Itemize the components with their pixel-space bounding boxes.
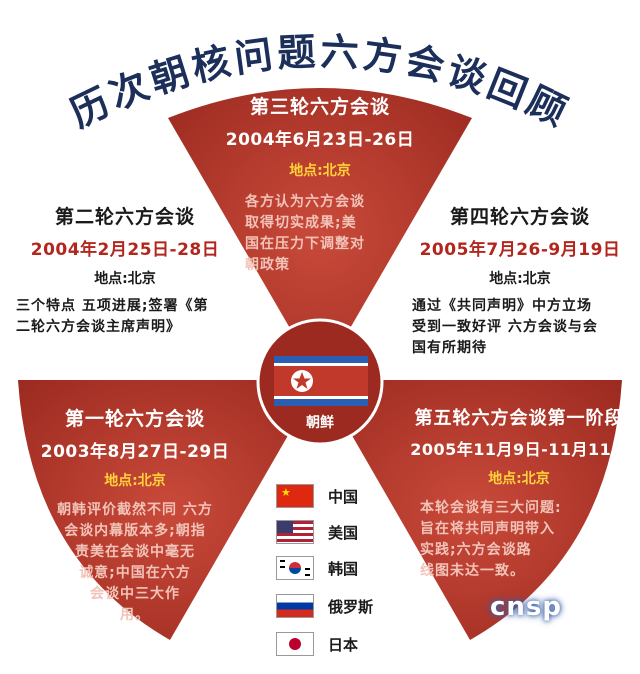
- round-1-desc: 朝韩评价截然不同 六方 会谈内幕版本多;朝指 责美在会谈中毫无 诚意;中国在六方…: [30, 500, 240, 626]
- round-5-title: 第五轮六方会谈第一阶段: [414, 408, 624, 429]
- center-label: 朝鲜: [306, 415, 334, 431]
- north-korea-flag-icon: [274, 356, 368, 406]
- round-2-title: 第二轮六方会谈: [54, 206, 195, 228]
- korea-flag-icon: [276, 556, 314, 580]
- round-4-desc: 通过《共同声明》中方立场 受到一致好评 六方会谈与会 国有所期待: [400, 296, 640, 359]
- round-3-desc-line: 国在压力下调整对: [245, 236, 365, 252]
- round-5-desc-line: 线图未达一致。: [420, 563, 525, 579]
- round-2-block: 第二轮六方会谈 2004年2月25日-28日 地点:北京 三个特点 五项进展;签…: [0, 202, 250, 338]
- round-5-block: 第五轮六方会谈第一阶段 2005年11月9日-11月11日 地点:北京 本轮会谈…: [398, 404, 640, 582]
- round-2-desc-line: 三个特点 五项进展;签署《第: [16, 298, 209, 314]
- round-4-desc-line: 通过《共同声明》中方立场: [412, 298, 592, 314]
- round-4-desc-line: 国有所期待: [412, 340, 487, 356]
- round-1-desc-line: 朝韩评价截然不同 六方: [57, 502, 213, 518]
- round-1-desc-line: 责美在会谈中毫无: [75, 544, 195, 560]
- round-5-desc-line: 实践;六方会谈路: [420, 542, 532, 558]
- round-3-location: 地点:北京: [289, 163, 351, 179]
- round-5-location: 地点:北京: [488, 471, 550, 487]
- legend-item-china: ★ 中国: [276, 484, 358, 508]
- legend-label: 俄罗斯: [328, 597, 374, 616]
- round-2-desc-line: 二轮六方会谈主席声明》: [16, 319, 181, 335]
- round-5-desc-line: 本轮会谈有三大问题:: [420, 500, 562, 516]
- round-3-title: 第三轮六方会谈: [249, 96, 390, 118]
- round-4-date: 2005年7月26-9月19日: [419, 240, 621, 260]
- round-1-desc-line: 诚意;中国在六方: [79, 565, 191, 581]
- round-4-block: 第四轮六方会谈 2005年7月26-9月19日 地点:北京 通过《共同声明》中方…: [400, 202, 640, 359]
- round-3-desc-line: 各方认为六方会谈: [245, 194, 365, 210]
- round-4-desc-line: 受到一致好评 六方会谈与会: [412, 319, 598, 335]
- top-sector: [168, 88, 472, 380]
- legend-item-russia: 俄罗斯: [276, 594, 373, 618]
- round-3-block: 第三轮六方会谈 2004年6月23日-26日 地点:北京 各方认为六方会谈 取得…: [200, 92, 440, 276]
- usa-flag-icon: [276, 520, 314, 544]
- cnsp-watermark: cnsp: [490, 592, 563, 622]
- legend-label: 中国: [328, 487, 359, 506]
- legend-label: 日本: [328, 635, 359, 654]
- round-5-desc: 本轮会谈有三大问题: 旨在将共同声明带入 实践;六方会谈路 线图未达一致。: [398, 498, 640, 582]
- japan-flag-icon: [276, 632, 314, 656]
- china-flag-icon: ★: [276, 484, 314, 508]
- round-3-desc-line: 朝政策: [245, 257, 290, 273]
- round-5-desc-line: 旨在将共同声明带入: [420, 521, 555, 537]
- round-5-date: 2005年11月9日-11月11日: [410, 440, 628, 459]
- round-1-desc-line: 会谈中三大作: [90, 586, 180, 602]
- round-1-desc-line: 会谈内幕版本多;朝指: [64, 523, 206, 539]
- russia-flag-icon: [276, 594, 314, 618]
- round-1-block: 第一轮六方会谈 2003年8月27日-29日 地点:北京 朝韩评价截然不同 六方…: [30, 404, 240, 626]
- round-2-date: 2004年2月25日-28日: [30, 240, 220, 260]
- bottom-right-sector: [320, 380, 622, 640]
- round-4-location: 地点:北京: [489, 271, 551, 287]
- round-1-title: 第一轮六方会谈: [64, 408, 205, 430]
- round-3-desc: 各方认为六方会谈 取得切实成果;美 国在压力下调整对 朝政策: [245, 192, 395, 276]
- bottom-left-sector: [18, 380, 320, 640]
- legend-label: 韩国: [328, 559, 359, 578]
- legend-item-korea: 韩国: [276, 556, 358, 580]
- round-3-desc-line: 取得切实成果;美: [245, 215, 357, 231]
- legend-item-usa: 美国: [276, 520, 358, 544]
- round-1-desc-line: 用。: [120, 607, 150, 623]
- round-2-desc: 三个特点 五项进展;签署《第 二轮六方会谈主席声明》: [0, 296, 250, 338]
- legend-label: 美国: [328, 523, 359, 542]
- round-2-location: 地点:北京: [94, 271, 156, 287]
- round-1-location: 地点:北京: [104, 473, 166, 489]
- round-3-date: 2004年6月23日-26日: [225, 130, 415, 150]
- round-4-title: 第四轮六方会谈: [449, 206, 590, 228]
- legend-item-japan: 日本: [276, 632, 358, 656]
- round-1-date: 2003年8月27日-29日: [40, 442, 230, 462]
